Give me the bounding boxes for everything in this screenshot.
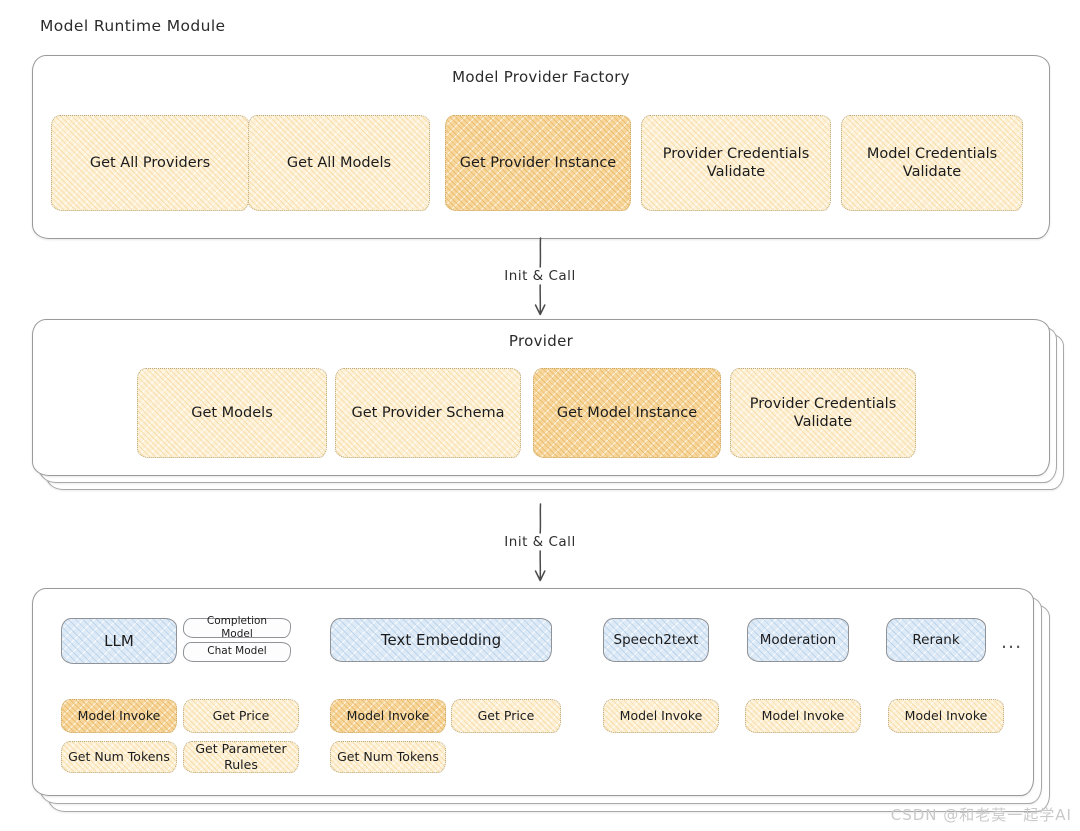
operation-label: Model Invoke bbox=[904, 708, 988, 724]
node-label: Get Provider Schema bbox=[351, 404, 505, 421]
node-model-credentials-validate[interactable]: Model Credentials Validate bbox=[841, 115, 1023, 211]
section-title-provider: Provider bbox=[508, 332, 574, 350]
model-provider-factory-section: Model Provider Factory Get All Providers… bbox=[32, 55, 1050, 239]
operation-llm-model-invoke[interactable]: Model Invoke bbox=[61, 699, 177, 733]
model-type-text-embedding[interactable]: Text Embedding bbox=[330, 618, 552, 662]
operation-moderation-model-invoke[interactable]: Model Invoke bbox=[745, 699, 861, 733]
operation-label: Get Price bbox=[212, 708, 270, 724]
node-get-provider-schema[interactable]: Get Provider Schema bbox=[335, 368, 521, 458]
node-get-models[interactable]: Get Models bbox=[137, 368, 327, 458]
model-type-label: Rerank bbox=[912, 631, 960, 648]
page-title: Model Runtime Module bbox=[40, 17, 226, 35]
node-get-model-instance[interactable]: Get Model Instance bbox=[533, 368, 721, 458]
connector-factory-to-provider: Init & Call bbox=[0, 237, 1080, 319]
operation-text-embedding-get-price[interactable]: Get Price bbox=[451, 699, 561, 733]
operation-llm-get-parameter-rules[interactable]: Get Parameter Rules bbox=[183, 741, 299, 773]
provider-section: Provider Get Models Get Provider Schema … bbox=[32, 319, 1050, 476]
operation-llm-get-price[interactable]: Get Price bbox=[183, 699, 299, 733]
connector-label: Init & Call bbox=[496, 534, 584, 550]
model-subtype-label: Completion Model bbox=[206, 614, 268, 640]
operation-rerank-model-invoke[interactable]: Model Invoke bbox=[888, 699, 1004, 733]
operation-label: Get Price bbox=[477, 708, 535, 724]
operation-label: Get Num Tokens bbox=[68, 749, 170, 765]
node-get-all-models[interactable]: Get All Models bbox=[248, 115, 430, 211]
node-get-provider-instance[interactable]: Get Provider Instance bbox=[445, 115, 631, 211]
model-type-rerank[interactable]: Rerank bbox=[886, 618, 986, 662]
model-type-moderation[interactable]: Moderation bbox=[747, 618, 849, 662]
node-label: Get Provider Instance bbox=[459, 154, 617, 171]
model-type-llm[interactable]: LLM bbox=[61, 618, 177, 664]
connector-provider-to-models: Init & Call bbox=[0, 503, 1080, 585]
model-type-speech2text[interactable]: Speech2text bbox=[603, 618, 709, 662]
operation-label: Model Invoke bbox=[346, 708, 430, 724]
model-subtype-label: Chat Model bbox=[207, 645, 267, 658]
operation-llm-get-num-tokens[interactable]: Get Num Tokens bbox=[61, 741, 177, 773]
model-type-label: Text Embedding bbox=[380, 630, 502, 649]
node-label: Get All Models bbox=[286, 154, 392, 171]
node-label: Get Models bbox=[191, 404, 273, 421]
model-type-label: Moderation bbox=[759, 631, 837, 648]
model-subtype-chat-model[interactable]: Chat Model bbox=[183, 642, 291, 662]
operation-label: Model Invoke bbox=[619, 708, 703, 724]
watermark: CSDN @和老莫一起学AI bbox=[890, 806, 1072, 824]
operation-label: Get Parameter Rules bbox=[195, 741, 287, 772]
model-type-label: LLM bbox=[104, 631, 134, 650]
operation-label: Model Invoke bbox=[77, 708, 161, 724]
operation-text-embedding-get-num-tokens[interactable]: Get Num Tokens bbox=[330, 741, 446, 773]
model-subtype-completion-model[interactable]: Completion Model bbox=[183, 614, 291, 640]
arrow-down-icon bbox=[534, 237, 546, 316]
model-types-section-deck: LLM Completion Model Chat Model Model In… bbox=[32, 588, 1066, 818]
provider-section-deck: Provider Get Models Get Provider Schema … bbox=[32, 319, 1064, 494]
connector-label: Init & Call bbox=[496, 268, 584, 284]
node-label: Model Credentials Validate bbox=[866, 145, 998, 180]
operation-text-embedding-model-invoke[interactable]: Model Invoke bbox=[330, 699, 446, 733]
more-model-types-ellipsis: ... bbox=[1001, 631, 1023, 653]
model-type-label: Speech2text bbox=[613, 631, 699, 648]
node-label: Provider Credentials Validate bbox=[662, 145, 810, 180]
node-label: Get Model Instance bbox=[556, 404, 698, 421]
operation-speech2text-model-invoke[interactable]: Model Invoke bbox=[603, 699, 719, 733]
node-provider-credentials-validate-2[interactable]: Provider Credentials Validate bbox=[730, 368, 916, 458]
model-types-section: LLM Completion Model Chat Model Model In… bbox=[32, 588, 1034, 796]
operation-label: Get Num Tokens bbox=[337, 749, 439, 765]
section-title-factory: Model Provider Factory bbox=[452, 68, 630, 86]
node-get-all-providers[interactable]: Get All Providers bbox=[51, 115, 249, 211]
operation-label: Model Invoke bbox=[761, 708, 845, 724]
node-label: Provider Credentials Validate bbox=[749, 395, 897, 430]
arrow-down-icon bbox=[534, 503, 546, 582]
node-provider-credentials-validate[interactable]: Provider Credentials Validate bbox=[641, 115, 831, 211]
node-label: Get All Providers bbox=[89, 154, 211, 171]
